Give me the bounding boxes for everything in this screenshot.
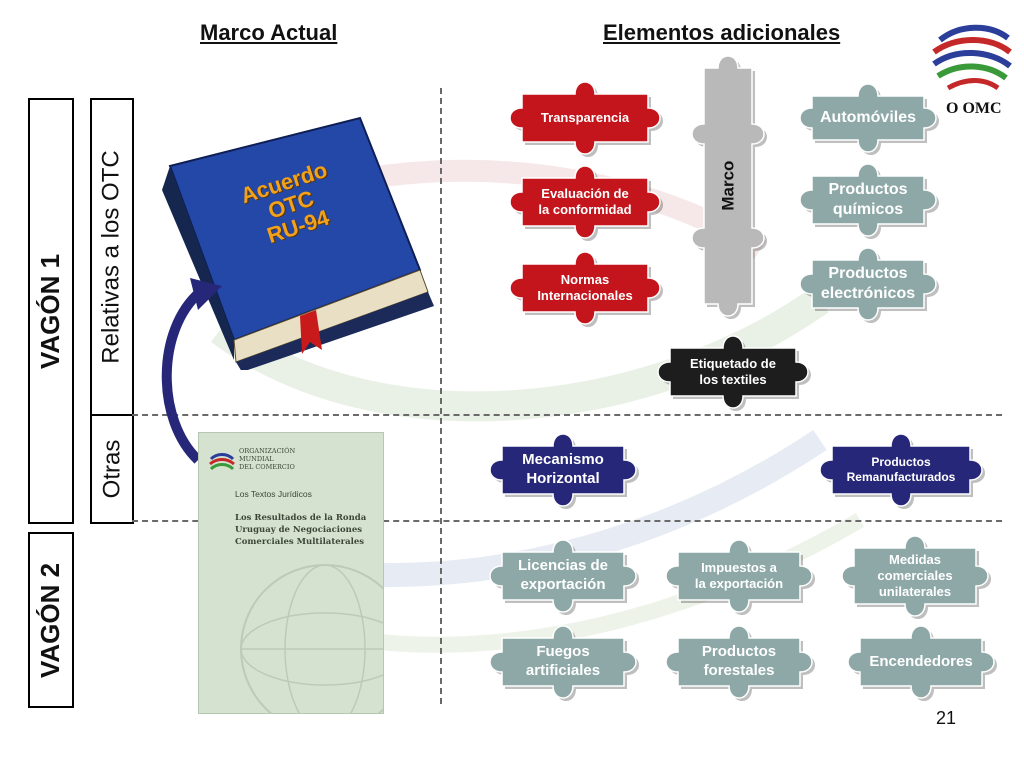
document-subtitle-line-2: Uruguay de Negociaciones	[235, 525, 363, 535]
piece-impuestos-shape	[665, 539, 815, 615]
piece-licencias: Licencias de exportación	[488, 538, 639, 615]
document-subtitle-line-1: Los Resultados de la Ronda	[235, 513, 367, 523]
piece-electronicos: Productos electrónicos	[798, 246, 939, 323]
document-title: Los Textos Jurídicos	[235, 489, 312, 499]
piece-mecanismo: Mecanismo Horizontal	[488, 432, 639, 509]
piece-licencias-label: Licencias de exportación	[517, 557, 609, 593]
piece-evaluacion-shape	[509, 165, 663, 241]
piece-normas-label: Normas Internacionales	[537, 271, 633, 303]
relativas-box: Relativas a los OTC	[90, 98, 134, 416]
piece-normas-shape	[509, 251, 663, 327]
piece-forestales-label: Productos forestales	[701, 643, 777, 679]
piece-encendedores-label: Encendedores	[869, 652, 973, 670]
piece-fuegos: Fuegos artificiales	[488, 624, 639, 701]
piece-impuestos-label: Impuestos a la exportación	[694, 559, 784, 591]
document-subtitle-line-3: Comerciales Multilaterales	[235, 537, 365, 547]
separator-otras-top	[132, 414, 1002, 416]
legal-texts-document: ORGANIZACIÓN MUNDIAL DEL COMERCIO Los Te…	[198, 432, 384, 714]
piece-impuestos: Impuestos a la exportación	[664, 538, 815, 615]
vagon-2-label: VAGÓN 2	[35, 562, 66, 678]
curved-arrow	[161, 278, 222, 464]
piece-marco-shape	[691, 55, 767, 319]
document-org-line-1: ORGANIZACIÓN	[239, 447, 296, 455]
piece-remanufacturados: Productos Remanufacturados	[818, 432, 985, 509]
piece-medidas-shape	[841, 535, 991, 619]
piece-quimicos-shape	[799, 163, 939, 239]
piece-remanufacturados-label: Productos Remanufacturados	[846, 455, 956, 484]
book-icon	[162, 116, 434, 372]
piece-transparencia: Transparencia	[508, 80, 663, 157]
wto-logo-icon	[932, 24, 1012, 91]
piece-electronicos-label: Productos electrónicos	[820, 265, 916, 302]
piece-fuegos-shape	[489, 625, 639, 701]
piece-mecanismo-label: Mecanismo Horizontal	[522, 451, 604, 487]
separator-columns	[440, 88, 442, 704]
piece-encendedores-shape	[847, 625, 997, 701]
piece-automoviles-shape	[799, 83, 939, 155]
piece-etiquetado-shape	[657, 335, 811, 411]
piece-forestales-shape	[665, 625, 815, 701]
piece-encendedores: Encendedores	[846, 624, 997, 701]
otras-box: Otras	[90, 414, 134, 524]
piece-automoviles-label: Automóviles	[819, 109, 916, 126]
vagon-1-box: VAGÓN 1	[28, 98, 74, 524]
relativas-label: Relativas a los OTC	[98, 150, 125, 364]
header-elementos-adicionales: Elementos adicionales	[603, 20, 841, 45]
book-image: Acuerdo OTC RU-94	[150, 110, 440, 372]
wto-logo-text: O OMC	[946, 100, 1002, 117]
piece-remanufacturados-shape	[819, 433, 985, 509]
document-org-line-3: DEL COMERCIO	[239, 463, 295, 471]
piece-medidas-label: Medidas comerciales unilaterales	[877, 551, 953, 600]
piece-evaluacion-label: Evaluación de la conformidad	[538, 185, 632, 217]
piece-automoviles: Automóviles	[798, 82, 939, 155]
vagon-1-label: VAGÓN 1	[35, 253, 66, 369]
piece-normas: Normas Internacionales	[508, 250, 663, 327]
piece-mecanismo-shape	[489, 433, 639, 509]
piece-transparencia-shape	[509, 81, 663, 157]
piece-electronicos-shape	[799, 247, 939, 323]
separator-vagon-2-top	[132, 520, 1002, 522]
page-number: 21	[936, 708, 957, 728]
header-marco-actual: Marco Actual	[200, 20, 338, 45]
otras-label: Otras	[98, 439, 125, 499]
piece-etiquetado: Etiquetado de los textiles	[656, 334, 811, 411]
piece-etiquetado-label: Etiquetado de los textiles	[690, 355, 776, 387]
piece-transparencia-label: Transparencia	[540, 109, 630, 125]
piece-marco-label-wrap: Marco	[692, 56, 764, 316]
piece-quimicos-label: Productos químicos	[828, 181, 908, 218]
vagon-2-box: VAGÓN 2	[28, 532, 74, 708]
wto-logo: O OMC	[920, 12, 1020, 117]
document-org-line-2: MUNDIAL	[239, 455, 274, 463]
piece-marco: Marco	[691, 55, 767, 319]
piece-marco-label: Marco	[718, 160, 738, 212]
document-globe-watermark	[240, 564, 383, 713]
piece-evaluacion: Evaluación de la conformidad	[508, 164, 663, 241]
piece-licencias-shape	[489, 539, 639, 615]
wto-document-logo-icon	[209, 453, 235, 471]
piece-forestales: Productos forestales	[664, 624, 815, 701]
piece-fuegos-label: Fuegos artificiales	[525, 643, 601, 679]
piece-quimicos: Productos químicos	[798, 162, 939, 239]
piece-medidas: Medidas comerciales unilaterales	[840, 534, 991, 619]
